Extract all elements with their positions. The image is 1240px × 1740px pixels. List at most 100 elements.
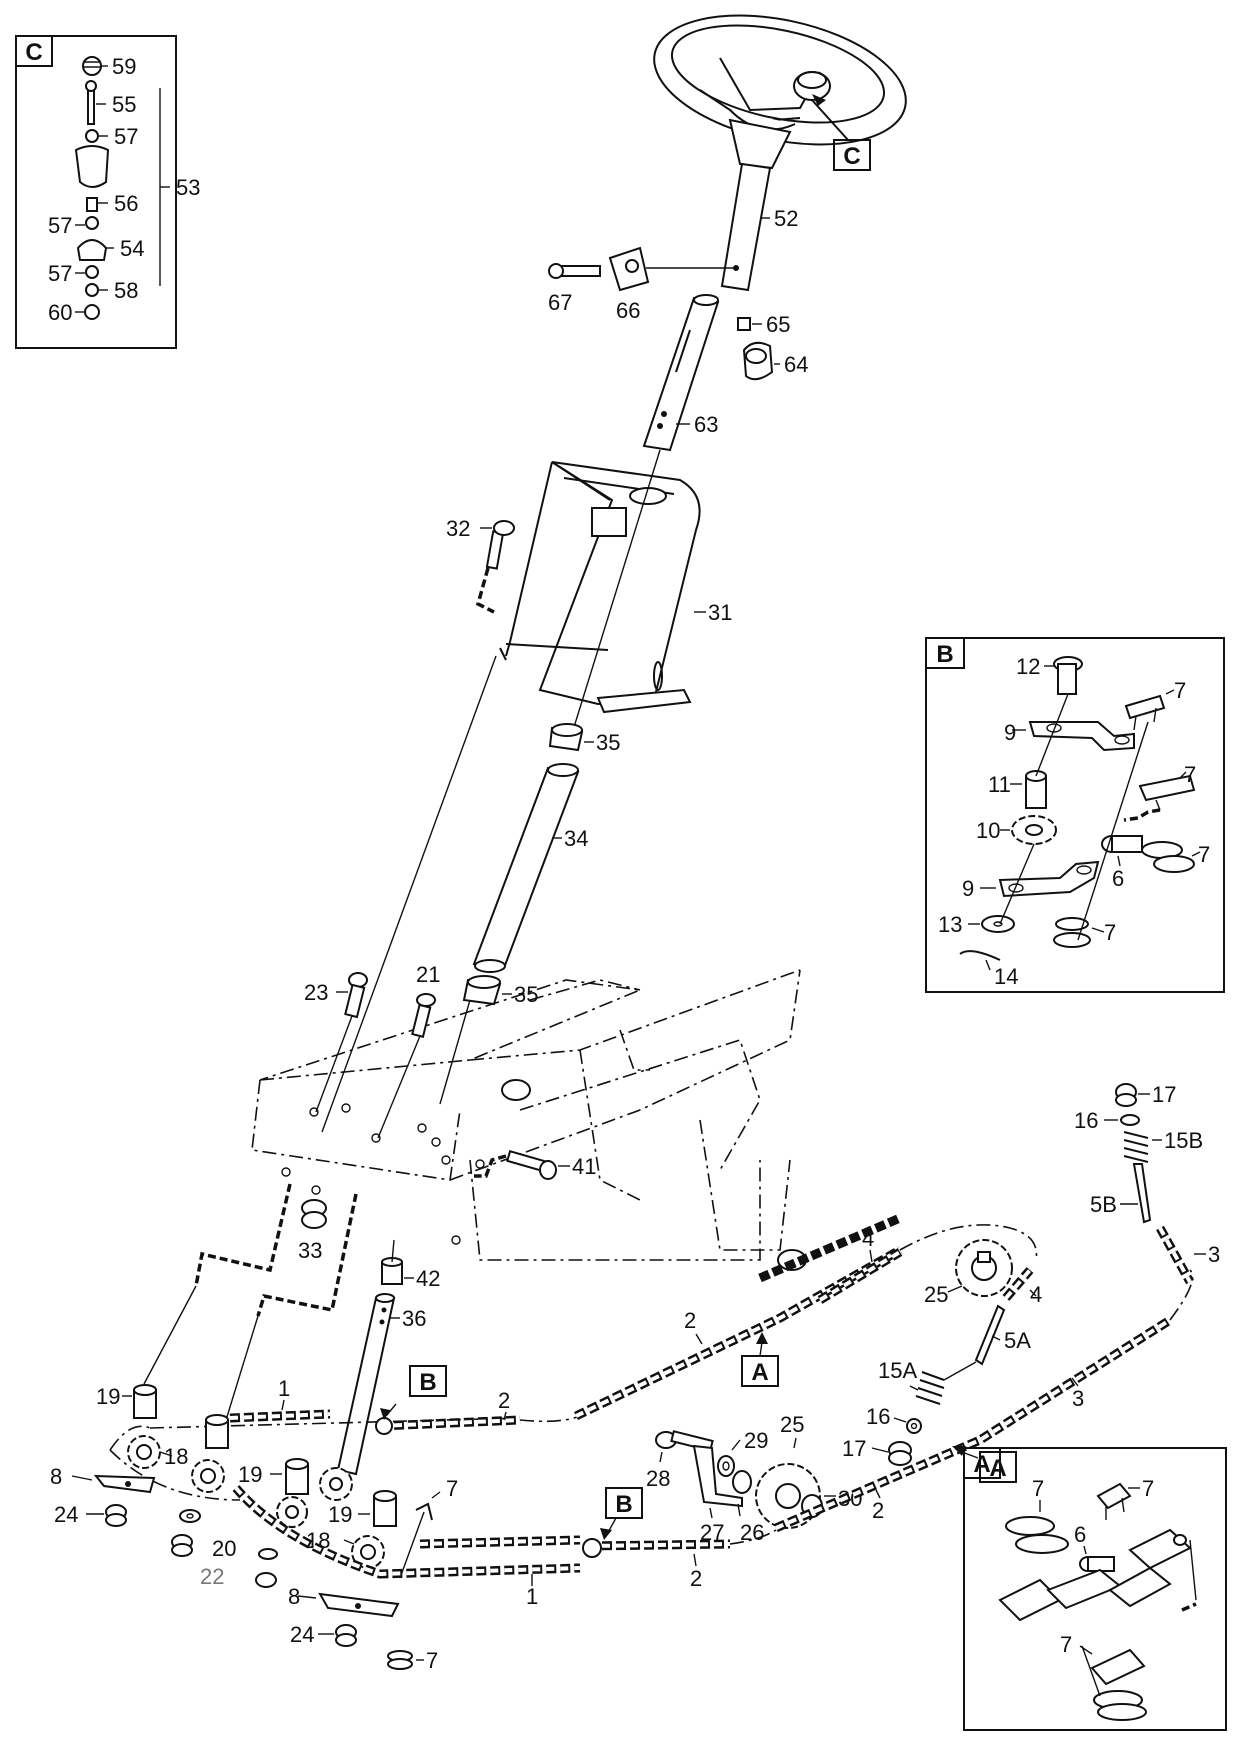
callout-54: 54	[120, 236, 144, 261]
inset-c-frame	[15, 35, 177, 349]
callout-26: 26	[740, 1520, 764, 1545]
callout-4: 4	[862, 1226, 874, 1251]
nut-17-b	[1115, 1083, 1137, 1107]
washer-22	[255, 1548, 278, 1588]
callout-7: 7	[446, 1476, 458, 1501]
callout-27: 27	[700, 1520, 724, 1545]
callout-57: 57	[48, 213, 72, 238]
chain-4-b	[1002, 1267, 1034, 1301]
callout-15b: 15B	[1164, 1128, 1203, 1153]
callout-19: 19	[96, 1384, 120, 1409]
chain-2-lower	[582, 1538, 731, 1558]
callout-2: 2	[498, 1388, 510, 1413]
spring-15b	[1123, 1131, 1149, 1163]
callout-55: 55	[112, 92, 136, 117]
b-callout-7: 7	[1184, 762, 1196, 787]
bushing-35-lower	[462, 975, 502, 1006]
inset-c-letter-box	[15, 35, 53, 67]
plate-9-lower	[998, 860, 1100, 898]
sprocket-18-b	[191, 1459, 225, 1493]
callout-33: 33	[298, 1238, 322, 1263]
callout-24: 24	[54, 1502, 78, 1527]
tractor-frame	[251, 969, 807, 1271]
view-ref-b2	[605, 1487, 643, 1519]
callout-3: 3	[1072, 1386, 1084, 1411]
a-callout-7: 7	[1032, 1476, 1044, 1501]
nut-22-a	[171, 1534, 193, 1557]
callout-22: 22	[200, 1564, 224, 1589]
washer-16-b	[1120, 1114, 1140, 1126]
chain-4-upper	[817, 1248, 903, 1304]
nut-33	[301, 1199, 327, 1229]
callout-35: 35	[514, 982, 538, 1007]
callout-36: 36	[402, 1306, 426, 1331]
callout-65: 65	[766, 312, 790, 337]
plate-8-a	[93, 1474, 156, 1494]
inset-b-letter: B	[936, 641, 953, 668]
bolt-23	[344, 972, 368, 1019]
inset-c: C 59 55 57 53 56 57	[15, 35, 200, 349]
callout-34: 34	[564, 826, 588, 851]
plate-9-upper	[1028, 721, 1135, 752]
b-callout-12: 12	[1016, 654, 1040, 679]
view-ref-b1	[409, 1365, 447, 1397]
callout-60: 60	[48, 300, 72, 325]
chain-link-assembly-a	[998, 1528, 1197, 1622]
chain-1-upper	[229, 1409, 331, 1423]
callout-18: 18	[164, 1444, 188, 1469]
callout-2: 2	[684, 1308, 696, 1333]
callout-2: 2	[690, 1566, 702, 1591]
washer-20	[179, 1509, 201, 1523]
horn-button-parts	[74, 56, 110, 320]
inset-a-letter-box	[963, 1447, 1001, 1479]
inset-b: B 12 7 9 11 7	[925, 637, 1225, 993]
shaft-36	[336, 1293, 396, 1476]
callout-16: 16	[866, 1404, 890, 1429]
steering-console	[499, 461, 701, 714]
rod-5a	[974, 1304, 1006, 1366]
callout-28: 28	[646, 1466, 670, 1491]
callout-8: 8	[50, 1464, 62, 1489]
sprocket-25-a	[955, 1239, 1013, 1297]
view-ref-c	[833, 139, 871, 171]
inset-a-letter: A	[973, 1451, 990, 1478]
nut-17-a	[888, 1441, 912, 1466]
callout-58: 58	[114, 278, 138, 303]
b-callout-11: 11	[988, 772, 1011, 797]
bushing-11	[1025, 770, 1047, 809]
callout-29: 29	[744, 1428, 768, 1453]
b-callout-7: 7	[1174, 678, 1186, 703]
view-ref-a2-letter: A	[989, 1455, 1006, 1482]
bushing-19-c	[285, 1458, 309, 1495]
view-ref-b1-letter: B	[419, 1369, 436, 1396]
callout-35: 35	[596, 730, 620, 755]
bushing-19-b	[205, 1414, 229, 1449]
a-callout-7: 7	[1142, 1476, 1154, 1501]
washer-13	[981, 915, 1015, 933]
link-7-b4	[1053, 917, 1091, 948]
callout-19: 19	[238, 1462, 262, 1487]
callout-7: 7	[426, 1648, 438, 1673]
callout-23: 23	[304, 980, 328, 1005]
callout-56: 56	[114, 191, 138, 216]
bolt-and-clip	[548, 246, 734, 292]
tube-34	[472, 763, 580, 973]
callout-5b: 5B	[1090, 1192, 1117, 1217]
sprocket-18-d	[276, 1496, 308, 1528]
b-callout-9: 9	[1004, 720, 1016, 745]
callout-57: 57	[114, 124, 138, 149]
callout-17: 17	[1152, 1082, 1176, 1107]
bolt-41	[506, 1149, 557, 1180]
callout-24: 24	[290, 1622, 314, 1647]
pin-12	[1053, 656, 1083, 695]
callout-59: 59	[112, 54, 136, 79]
cotter-pin-14	[959, 950, 1001, 961]
b-callout-10: 10	[976, 818, 1000, 843]
callout-66: 66	[616, 298, 640, 323]
link-7-a1	[1096, 1482, 1132, 1520]
bushing-19-d	[373, 1490, 397, 1527]
callout-41: 41	[572, 1154, 596, 1179]
steering-wheel	[653, 14, 907, 146]
callout-42: 42	[416, 1266, 440, 1291]
